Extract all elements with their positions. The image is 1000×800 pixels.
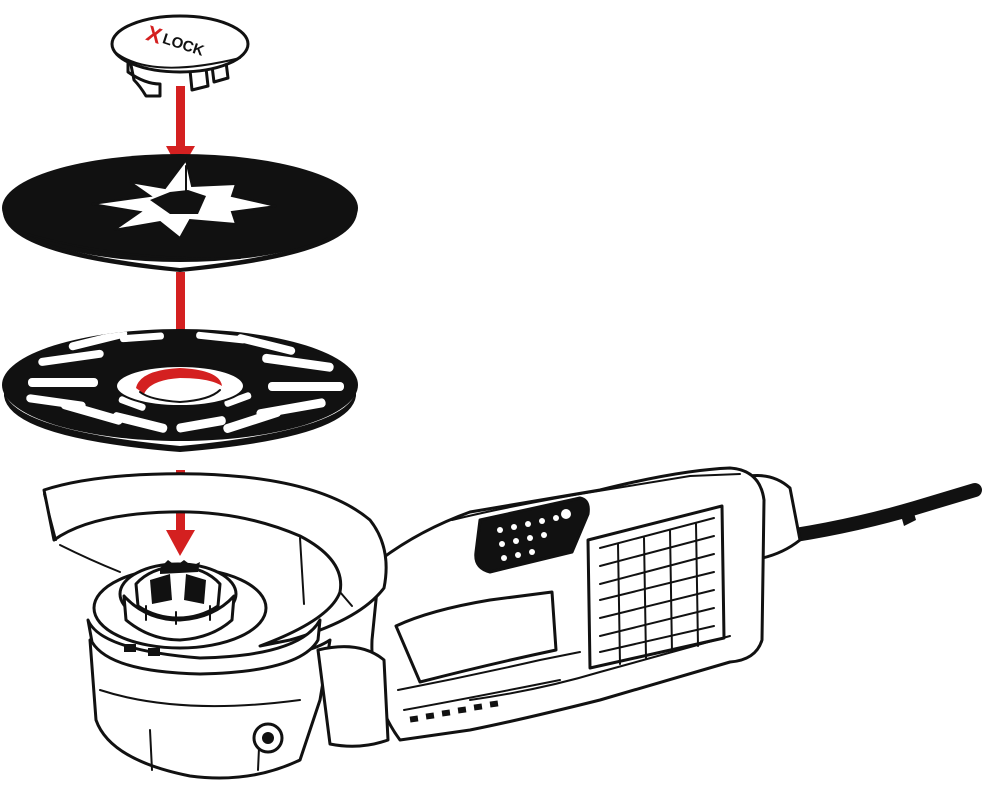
angle-grinder (42, 466, 982, 780)
vent-grille (586, 504, 726, 670)
xlock-cap: X LOCK (110, 14, 250, 98)
xlock-receptacle (92, 560, 268, 650)
power-switch (474, 496, 590, 574)
wheel-guard (42, 472, 388, 648)
backing-disc (2, 154, 358, 272)
grinding-disc (2, 329, 358, 452)
